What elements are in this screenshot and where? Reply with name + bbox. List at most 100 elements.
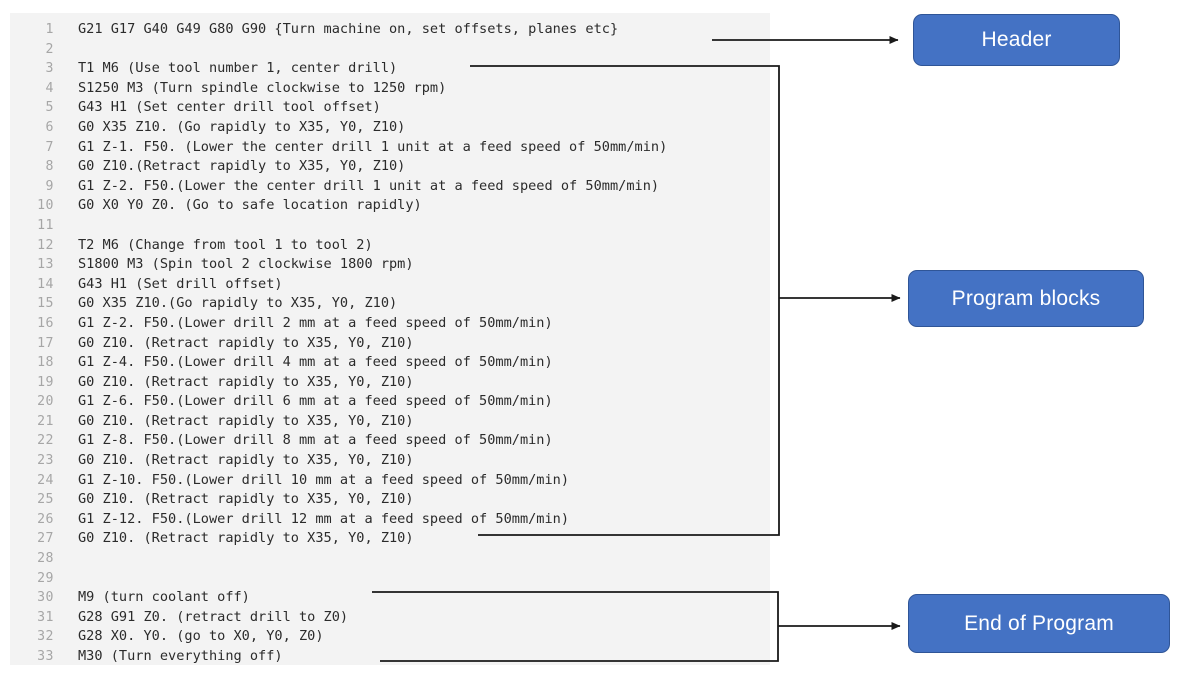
code-line[interactable]: 8 G0 Z10.(Retract rapidly to X35, Y0, Z10… (10, 157, 770, 177)
line-text: G1 Z-1. F50. (Lower the center drill 1 u… (78, 138, 668, 155)
callout-header[interactable]: Header (913, 14, 1120, 66)
line-number: 10 (37, 198, 54, 214)
code-line[interactable]: 10 G0 X0 Y0 Z0. (Go to safe location rapi… (10, 196, 770, 216)
line-text: M9 (turn coolant off) (78, 589, 250, 606)
line-text: G1 Z-8. F50.(Lower drill 8 mm at a feed … (78, 432, 553, 449)
code-line[interactable]: 7 G1 Z-1. F50. (Lower the center drill 1 … (10, 138, 770, 158)
line-text: G0 X35 Z10.(Go rapidly to X35, Y0, Z10) (78, 295, 398, 312)
code-line[interactable]: 4 S1250 M3 (Turn spindle clockwise to 125… (10, 79, 770, 99)
code-line[interactable]: 19 G0 Z10. (Retract rapidly to X35, Y0, Z… (10, 373, 770, 393)
line-number: 27 (37, 531, 54, 547)
gcode-code-panel[interactable]: 1 G21 G17 G40 G49 G80 G90 {Turn machine o… (10, 13, 770, 665)
line-text: M30 (Turn everything off) (78, 648, 283, 664)
line-number: 29 (37, 570, 54, 586)
line-number: 13 (37, 257, 54, 273)
line-text: G43 H1 (Set center drill tool offset) (78, 99, 381, 116)
line-number: 31 (37, 609, 54, 625)
line-number: 24 (37, 472, 54, 488)
code-line[interactable]: 14 G43 H1 (Set drill offset) (10, 275, 770, 295)
line-text: G21 G17 G40 G49 G80 G90 {Turn machine on… (78, 21, 619, 37)
code-line[interactable]: 21 G0 Z10. (Retract rapidly to X35, Y0, Z… (10, 412, 770, 432)
line-number: 14 (37, 276, 54, 292)
code-line[interactable]: 11 (10, 216, 770, 236)
line-number: 21 (37, 413, 54, 429)
gcode-line-list: 1 G21 G17 G40 G49 G80 G90 {Turn machine o… (10, 20, 770, 667)
line-number: 6 (45, 119, 54, 135)
code-line[interactable]: 20 G1 Z-6. F50.(Lower drill 6 mm at a fee… (10, 392, 770, 412)
code-line[interactable]: 16 G1 Z-2. F50.(Lower drill 2 mm at a fee… (10, 314, 770, 334)
code-line[interactable]: 32 G28 X0. Y0. (go to X0, Y0, Z0) (10, 627, 770, 647)
code-line[interactable]: 9 G1 Z-2. F50.(Lower the center drill 1 u… (10, 177, 770, 197)
line-text: G1 Z-10. F50.(Lower drill 10 mm at a fee… (78, 471, 570, 488)
line-text: G28 G91 Z0. (retract drill to Z0) (78, 608, 349, 625)
code-line[interactable]: 22 G1 Z-8. F50.(Lower drill 8 mm at a fee… (10, 431, 770, 451)
code-line[interactable]: 13 S1800 M3 (Spin tool 2 clockwise 1800 r… (10, 255, 770, 275)
line-text: G1 Z-2. F50.(Lower drill 2 mm at a feed … (78, 314, 553, 331)
code-line[interactable]: 23 G0 Z10. (Retract rapidly to X35, Y0, Z… (10, 451, 770, 471)
line-number: 12 (37, 237, 54, 253)
line-text: G1 Z-12. F50.(Lower drill 12 mm at a fee… (78, 510, 570, 527)
code-line[interactable]: 28 (10, 549, 770, 569)
code-line[interactable]: 31 G28 G91 Z0. (retract drill to Z0) (10, 608, 770, 628)
line-number: 7 (45, 139, 54, 155)
line-text: S1250 M3 (Turn spindle clockwise to 1250… (78, 79, 447, 96)
line-text: G1 Z-6. F50.(Lower drill 6 mm at a feed … (78, 393, 553, 410)
line-number: 11 (37, 217, 54, 233)
line-number: 4 (45, 80, 54, 96)
line-number: 26 (37, 511, 54, 527)
line-number: 17 (37, 335, 54, 351)
code-line[interactable]: 12 T2 M6 (Change from tool 1 to tool 2) (10, 236, 770, 256)
line-number: 33 (37, 649, 54, 664)
line-text: T2 M6 (Change from tool 1 to tool 2) (78, 236, 373, 253)
line-number: 28 (37, 551, 54, 567)
line-number: 1 (45, 22, 54, 37)
line-number: 23 (37, 453, 54, 469)
code-line[interactable]: 1 G21 G17 G40 G49 G80 G90 {Turn machine o… (10, 20, 770, 40)
code-line[interactable]: 15 G0 X35 Z10.(Go rapidly to X35, Y0, Z10… (10, 294, 770, 314)
callout-end-of-program[interactable]: End of Program (908, 594, 1170, 653)
line-text: G1 Z-2. F50.(Lower the center drill 1 un… (78, 177, 660, 194)
line-text: G0 Z10.(Retract rapidly to X35, Y0, Z10) (78, 158, 406, 175)
code-line[interactable]: 33 M30 (Turn everything off) (10, 647, 770, 667)
code-line[interactable]: 24 G1 Z-10. F50.(Lower drill 10 mm at a f… (10, 471, 770, 491)
code-line[interactable]: 17 G0 Z10. (Retract rapidly to X35, Y0, Z… (10, 334, 770, 354)
line-number: 32 (37, 629, 54, 645)
code-line[interactable]: 27 G0 Z10. (Retract rapidly to X35, Y0, Z… (10, 529, 770, 549)
callout-program-blocks[interactable]: Program blocks (908, 270, 1144, 327)
line-number: 16 (37, 315, 54, 331)
line-number: 19 (37, 374, 54, 390)
line-number: 30 (37, 590, 54, 606)
line-text: G28 X0. Y0. (go to X0, Y0, Z0) (78, 628, 324, 645)
code-line[interactable]: 5 G43 H1 (Set center drill tool offset) (10, 98, 770, 118)
line-text: G0 Z10. (Retract rapidly to X35, Y0, Z10… (78, 452, 414, 469)
line-text: G0 X35 Z10. (Go rapidly to X35, Y0, Z10) (78, 118, 406, 135)
line-number: 22 (37, 433, 54, 449)
line-text: G0 X0 Y0 Z0. (Go to safe location rapidl… (78, 197, 422, 214)
code-line[interactable]: 29 (10, 569, 770, 589)
line-number: 18 (37, 355, 54, 371)
line-number: 2 (45, 41, 54, 57)
line-number: 25 (37, 492, 54, 508)
line-number: 3 (45, 61, 54, 77)
line-text: G0 Z10. (Retract rapidly to X35, Y0, Z10… (78, 412, 414, 429)
line-text: G1 Z-4. F50.(Lower drill 4 mm at a feed … (78, 354, 553, 371)
line-number: 15 (37, 296, 54, 312)
code-line[interactable]: 26 G1 Z-12. F50.(Lower drill 12 mm at a f… (10, 510, 770, 530)
line-number: 5 (45, 100, 54, 116)
line-text: T1 M6 (Use tool number 1, center drill) (78, 60, 398, 77)
code-line[interactable]: 6 G0 X35 Z10. (Go rapidly to X35, Y0, Z10… (10, 118, 770, 138)
code-line[interactable]: 3 T1 M6 (Use tool number 1, center drill) (10, 59, 770, 79)
line-number: 8 (45, 159, 54, 175)
line-text: G43 H1 (Set drill offset) (78, 275, 283, 292)
code-line[interactable]: 30 M9 (turn coolant off) (10, 588, 770, 608)
line-text: G0 Z10. (Retract rapidly to X35, Y0, Z10… (78, 373, 414, 390)
code-line[interactable]: 2 (10, 40, 770, 60)
line-text: G0 Z10. (Retract rapidly to X35, Y0, Z10… (78, 334, 414, 351)
line-text: S1800 M3 (Spin tool 2 clockwise 1800 rpm… (78, 256, 414, 273)
line-number: 9 (45, 178, 54, 194)
code-line[interactable]: 18 G1 Z-4. F50.(Lower drill 4 mm at a fee… (10, 353, 770, 373)
code-line[interactable]: 25 G0 Z10. (Retract rapidly to X35, Y0, Z… (10, 490, 770, 510)
line-text: G0 Z10. (Retract rapidly to X35, Y0, Z10… (78, 491, 414, 508)
line-text: G0 Z10. (Retract rapidly to X35, Y0, Z10… (78, 530, 414, 547)
line-number: 20 (37, 394, 54, 410)
